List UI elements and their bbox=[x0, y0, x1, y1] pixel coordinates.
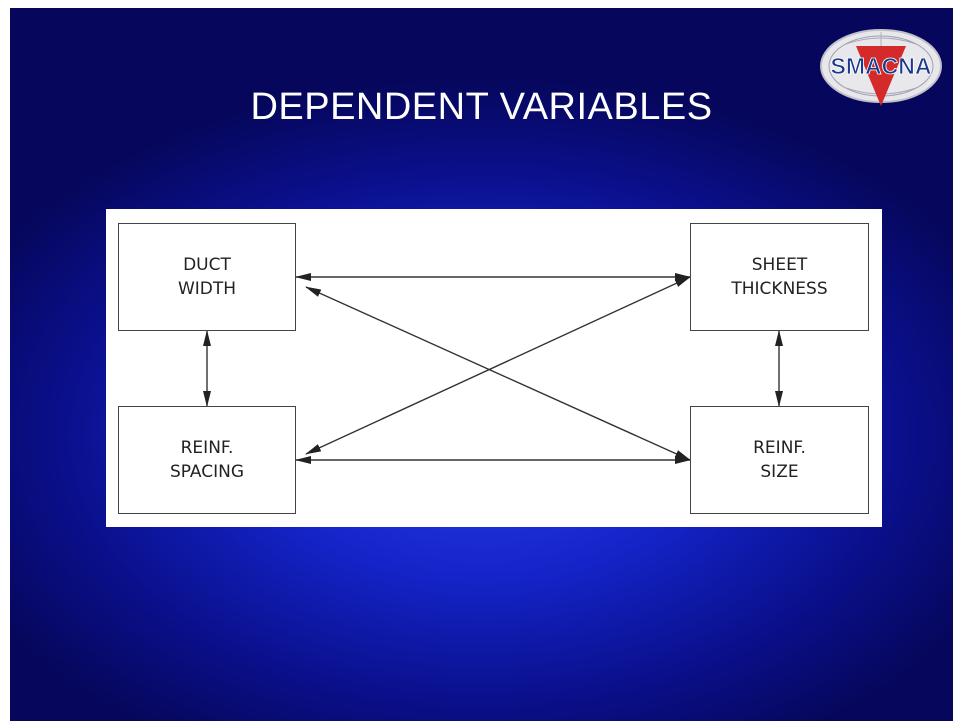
node-reinf-size: REINF. SIZE bbox=[690, 406, 869, 514]
arrow-duct-size bbox=[305, 286, 691, 461]
diagram-panel: DUCT WIDTH SHEET THICKNESS REINF. SPACIN… bbox=[106, 209, 882, 527]
slide-title: DEPENDENT VARIABLES bbox=[250, 86, 713, 128]
node-reinf-spacing: REINF. SPACING bbox=[118, 406, 296, 514]
arrow-sheet-spacing bbox=[305, 276, 691, 455]
logo-text: SMACNA bbox=[831, 53, 932, 79]
smacna-logo-graphic: SMACNA bbox=[820, 29, 942, 106]
slide: SMACNA DEPENDENT VARIABLES DUCT WIDTH SH… bbox=[10, 8, 953, 721]
node-sheet-thickness: SHEET THICKNESS bbox=[690, 223, 869, 331]
node-duct-width: DUCT WIDTH bbox=[118, 223, 296, 331]
smacna-logo: SMACNA bbox=[816, 24, 946, 114]
